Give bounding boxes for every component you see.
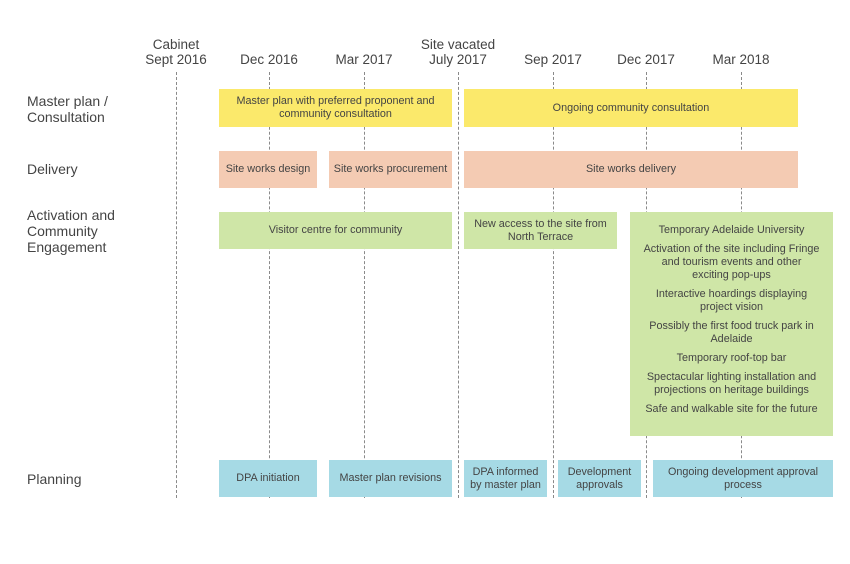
task-ongoing-consultation: Ongoing community consultation: [464, 89, 798, 127]
milestone-jul2017: Site vacated July 2017: [420, 37, 496, 67]
task-label: Visitor centre for community: [268, 224, 403, 236]
task-label: Ongoing development approval process: [667, 465, 819, 491]
task-dpa-initiation: DPA initiation: [219, 460, 317, 497]
milestone-dec2017: Dec 2017: [617, 52, 675, 67]
row-label-activation: Activation and Community Engagement: [27, 207, 115, 255]
gridline-sep2017: [553, 72, 554, 498]
milestone-dec2016: Dec 2016: [240, 52, 298, 67]
task-label: Site works design: [225, 163, 311, 175]
milestone-mar2017: Mar 2017: [335, 52, 393, 67]
activation-item: Spectacular lighting installation and pr…: [646, 371, 817, 396]
row-label-delivery: Delivery: [27, 161, 78, 177]
activation-item: Possibly the first food truck park in Ad…: [649, 320, 814, 345]
task-label: Ongoing community consultation: [552, 101, 710, 114]
task-site-works-procurement: Site works procurement: [329, 151, 452, 188]
gridline-cabinet: [176, 72, 177, 498]
task-label: DPA informed by master plan: [470, 465, 541, 491]
activation-item: Activation of the site including Fringe …: [643, 243, 820, 281]
gridline-dec2016: [269, 72, 270, 498]
task-label: Site works procurement: [333, 163, 448, 175]
row-label-planning: Planning: [27, 471, 82, 487]
milestone-sep2017: Sep 2017: [524, 52, 582, 67]
task-label: Site works delivery: [585, 163, 676, 175]
activation-item: Temporary roof-top bar: [676, 352, 787, 364]
task-visitor-centre: Visitor centre for community: [219, 212, 452, 249]
task-site-works-design: Site works design: [219, 151, 317, 188]
task-master-plan-proponent: Master plan with preferred proponent and…: [219, 89, 452, 127]
task-activation-list: Temporary Adelaide University Activation…: [630, 212, 833, 436]
gridline-jul2017: [458, 72, 459, 498]
task-label: New access to the site from North Terrac…: [474, 217, 607, 243]
gridline-mar2017: [364, 72, 365, 498]
task-ongoing-development: Ongoing development approval process: [653, 460, 833, 497]
task-label: Master plan revisions: [339, 472, 442, 484]
task-site-works-delivery: Site works delivery: [464, 151, 798, 188]
row-label-master-plan: Master plan / Consultation: [27, 93, 108, 125]
task-label: Master plan with preferred proponent and…: [236, 95, 435, 120]
milestone-mar2018: Mar 2018: [712, 52, 770, 67]
activation-item: Interactive hoardings displaying project…: [655, 288, 808, 313]
task-label: Development approvals: [567, 465, 632, 491]
activation-item: Temporary Adelaide University: [658, 224, 805, 236]
task-new-access: New access to the site from North Terrac…: [464, 212, 617, 249]
task-development-approvals: Development approvals: [558, 460, 641, 497]
milestone-cabinet: Cabinet Sept 2016: [145, 37, 207, 67]
task-label: DPA initiation: [236, 472, 300, 484]
task-dpa-informed: DPA informed by master plan: [464, 460, 547, 497]
task-master-plan-revisions: Master plan revisions: [329, 460, 452, 497]
activation-item: Safe and walkable site for the future: [645, 403, 818, 415]
